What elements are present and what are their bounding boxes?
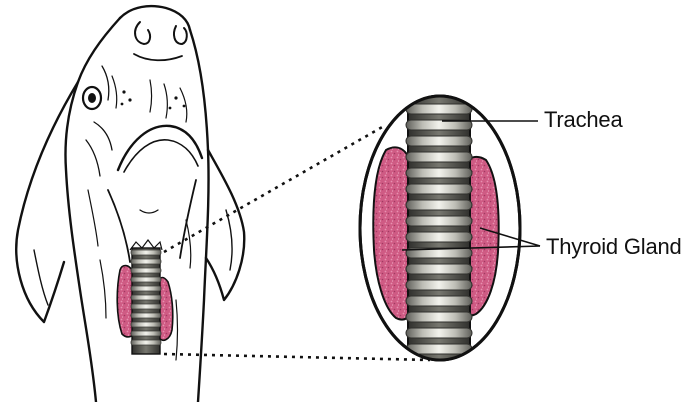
thyroid-gland-label: Thyroid Gland <box>546 236 682 258</box>
dog-mouth-line <box>118 126 202 170</box>
dog-nostril-left <box>135 22 150 44</box>
magnified-view <box>360 96 520 366</box>
dog-right-ear <box>206 150 244 300</box>
trachea-label: Trachea <box>544 109 623 131</box>
small-trachea <box>130 240 162 354</box>
dog-head-right-outline <box>190 30 209 402</box>
dog-nostril-right <box>174 26 187 44</box>
dog-head-drawing <box>16 6 244 402</box>
